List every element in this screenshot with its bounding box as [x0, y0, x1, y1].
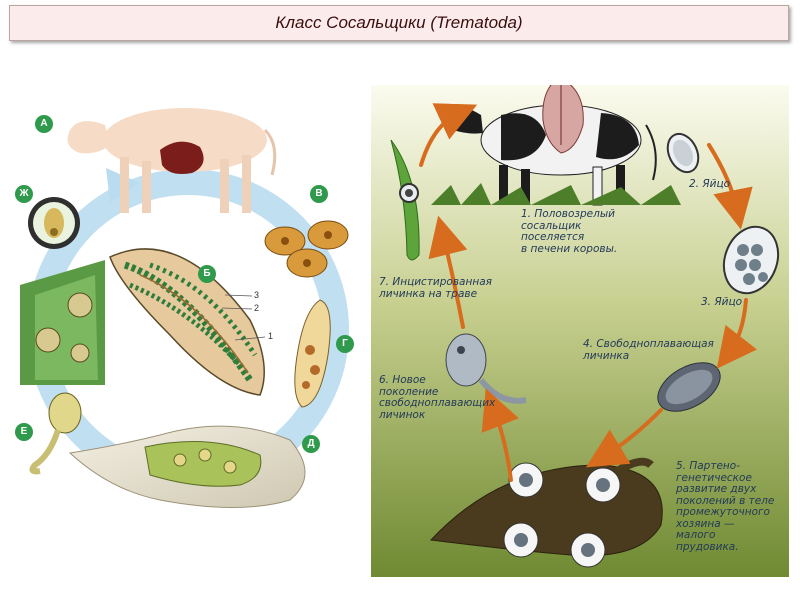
- stage-letter-e: Е: [15, 423, 33, 441]
- step-label-2: 2. Яйцо: [689, 179, 730, 191]
- layer-number-2: 2: [254, 303, 259, 313]
- stage-letter-b: Б: [198, 265, 216, 283]
- step-label-4: 4. Свободноплавающая личинка: [583, 339, 714, 362]
- stage-letter-a: А: [35, 115, 53, 133]
- step-label-1: 1. Половозрелый сосальщик поселяется в п…: [521, 209, 617, 255]
- page-title: Класс Сосальщики (Trematoda): [275, 13, 522, 33]
- title-box: Класс Сосальщики (Trematoda): [9, 5, 789, 41]
- left-lifecycle-svg: [10, 95, 370, 525]
- stage-letter-d: Д: [302, 435, 320, 453]
- grass-illustration: [20, 260, 105, 385]
- right-lifecycle-panel: 1. Половозрелый сосальщик поселяется в п…: [371, 85, 789, 577]
- cow-liver: [160, 142, 204, 174]
- cyst-illustration: [28, 197, 80, 249]
- stage-letter-v: В: [310, 185, 328, 203]
- layer-number-3: 3: [254, 290, 259, 300]
- layer-number-1: 1: [268, 331, 273, 341]
- step-label-7: 7. Инцистированная личинка на траве: [379, 277, 492, 300]
- stage-letter-g: Г: [336, 335, 354, 353]
- stage-letter-zh: Ж: [15, 185, 33, 203]
- step-label-3: 3. Яйцо: [701, 297, 742, 309]
- left-lifecycle-diagram: А Б В Г Д Е Ж 3 2 1: [10, 95, 370, 525]
- step-label-5: 5. Партено- генетическое развитие двух п…: [676, 461, 774, 553]
- adult-fluke-illustration: [110, 249, 265, 395]
- step-label-6: 6. Новое поколение свободноплавающих лич…: [379, 375, 495, 421]
